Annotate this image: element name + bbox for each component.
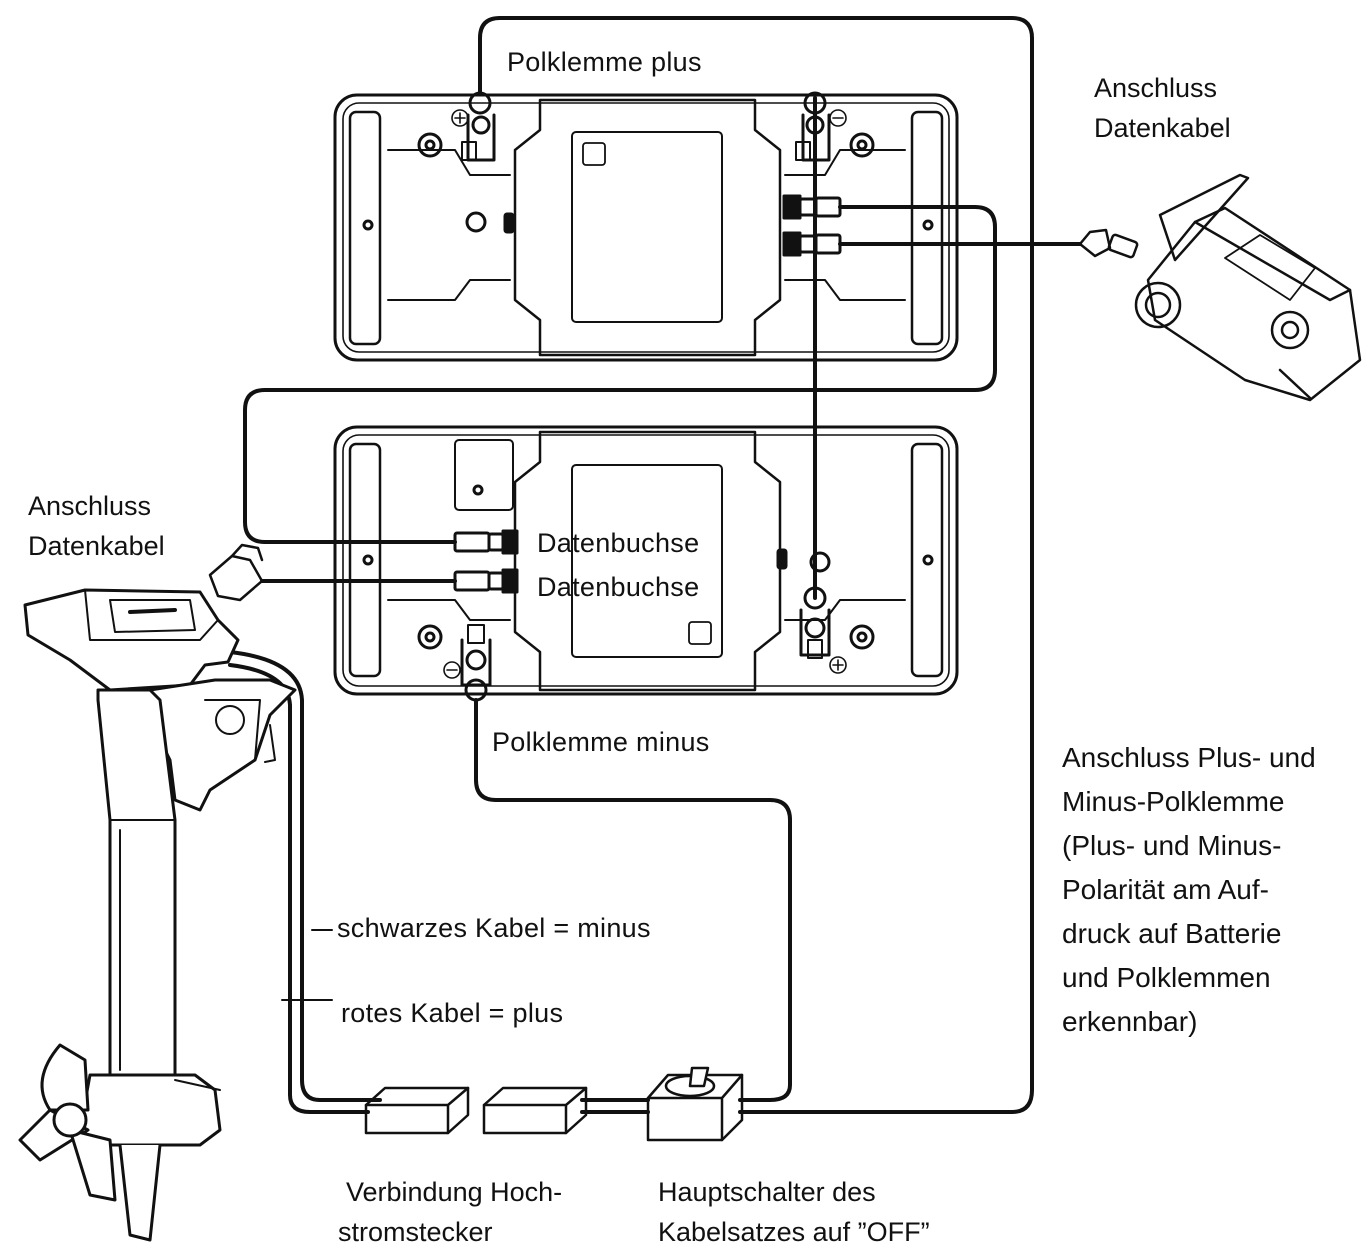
battery-bottom (333, 425, 959, 702)
label-line: Datenkabel (28, 531, 165, 561)
label-line: (Plus- und Minus- (1062, 830, 1282, 861)
label-line: und Polklemmen (1062, 962, 1271, 993)
label-anschluss-datenkabel-left: Anschluss Datenkabel (28, 486, 165, 566)
label-line: Minus-Polklemme (1062, 786, 1285, 817)
label-polklemme-plus: Polklemme plus (507, 47, 702, 77)
label-line: Verbindung Hoch- (346, 1177, 563, 1207)
data-sockets-top (782, 194, 842, 257)
label-rotes-kabel: rotes Kabel = plus (341, 998, 564, 1028)
label-line: druck auf Batterie (1062, 918, 1282, 949)
remote-throttle (1078, 173, 1362, 402)
data-sockets-bottom (453, 529, 519, 594)
label-line: Anschluss Plus- und (1062, 742, 1316, 773)
label-polklemme-minus: Polklemme minus (492, 727, 710, 757)
label-line: stromstecker (338, 1217, 493, 1247)
label-line: Hauptschalter des (658, 1177, 876, 1207)
minus-terminal-bottom (443, 624, 492, 702)
label-line: Kabelsatzes auf ”OFF” (658, 1217, 930, 1247)
label-datenbuchse-2: Datenbuchse (537, 572, 700, 602)
outboard-motor (18, 588, 297, 1242)
label-schwarzes-kabel: schwarzes Kabel = minus (337, 913, 651, 943)
label-line: Datenkabel (1094, 113, 1231, 143)
cables (228, 16, 1082, 1114)
plus-terminal-top (451, 91, 496, 162)
main-switch (646, 1066, 744, 1142)
label-datenbuchse-1: Datenbuchse (537, 528, 700, 558)
battery-top (333, 91, 959, 362)
label-hauptschalter: Hauptschalter des Kabelsatzes auf ”OFF” (658, 1172, 930, 1252)
label-anschluss-polklemme: Anschluss Plus- und Minus-Polklemme (Plu… (1062, 736, 1316, 1044)
label-line: Polarität am Auf- (1062, 874, 1269, 905)
high-current-plug (364, 1086, 588, 1135)
plus-terminal-bottom (799, 586, 847, 674)
label-line: Anschluss (28, 491, 152, 521)
data-plug-left (208, 543, 264, 602)
label-anschluss-datenkabel-right: Anschluss Datenkabel (1094, 68, 1231, 148)
label-verbindung: Verbindung Hoch- stromstecker (338, 1172, 562, 1252)
label-line: Anschluss (1094, 73, 1218, 103)
label-line: erkennbar) (1062, 1006, 1198, 1037)
